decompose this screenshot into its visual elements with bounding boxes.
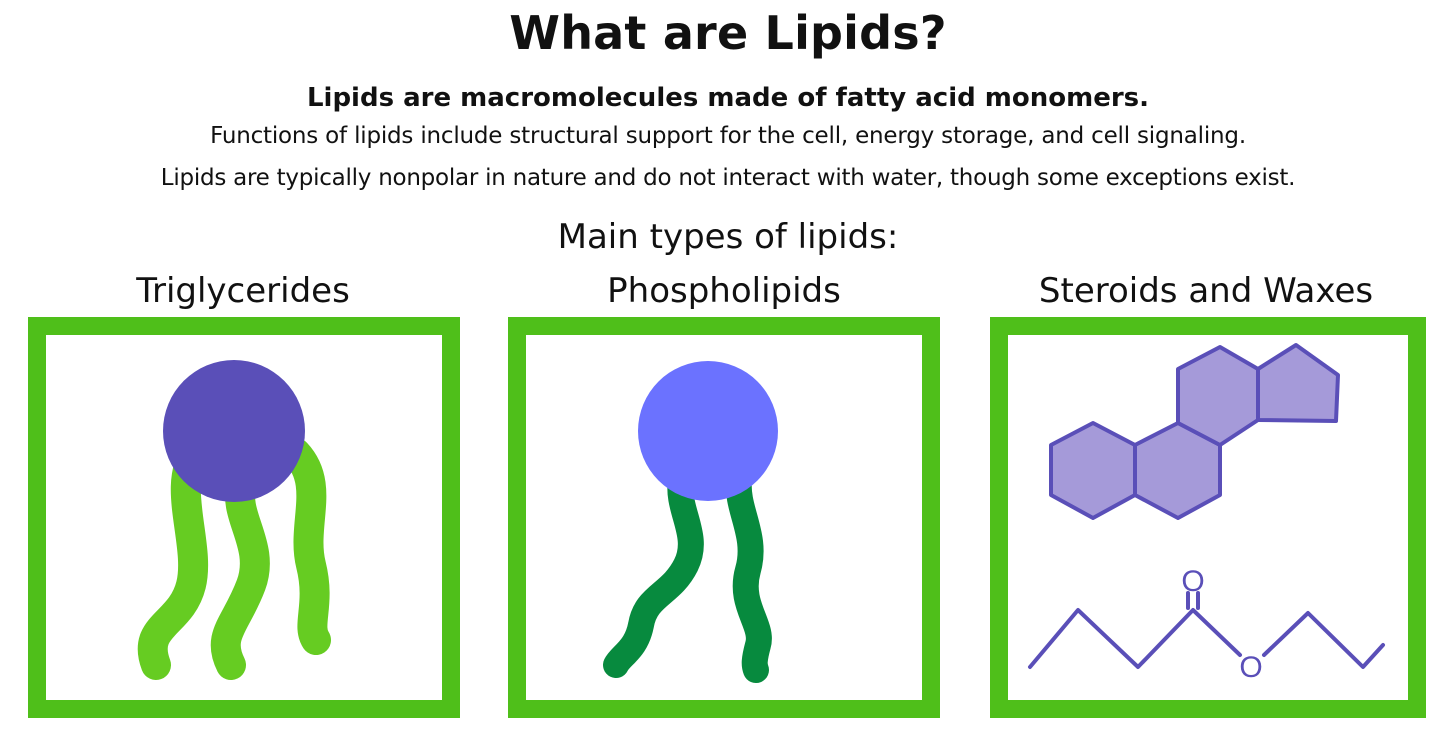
phosphate-head bbox=[638, 361, 778, 501]
steroid-ring bbox=[1176, 345, 1260, 447]
page-title: What are Lipids? bbox=[509, 6, 947, 60]
card-label-triglycerides: Triglycerides bbox=[136, 271, 350, 311]
phospholipids-card bbox=[508, 317, 940, 718]
carbonyl-oxygen-label: O bbox=[1181, 565, 1204, 598]
steroid-wax-illustration: O O bbox=[1028, 343, 1385, 684]
fatty-acid-tails bbox=[603, 467, 772, 683]
steroids-waxes-card: O O bbox=[990, 317, 1426, 718]
wax-carbon-chain-right bbox=[1262, 611, 1385, 669]
triglycerides-card bbox=[28, 317, 460, 718]
oxygen-atoms: O O bbox=[1181, 565, 1262, 684]
intro-definition: Lipids are macromolecules made of fatty … bbox=[306, 83, 1150, 113]
fatty-acid-tails bbox=[137, 438, 331, 680]
intro-functions: Functions of lipids include structural s… bbox=[210, 123, 1246, 149]
glycerol-head bbox=[163, 360, 305, 502]
steroid-ring-structure bbox=[1049, 343, 1340, 520]
fatty-acid-tail bbox=[210, 470, 270, 680]
card-label-phospholipids: Phospholipids bbox=[607, 271, 841, 311]
types-heading: Main types of lipids: bbox=[557, 217, 899, 257]
fatty-acid-tail bbox=[281, 438, 331, 655]
ester-oxygen-label: O bbox=[1239, 651, 1262, 684]
triglyceride-illustration bbox=[137, 360, 331, 680]
fatty-acid-tail bbox=[603, 467, 704, 678]
card-label-steroids-waxes: Steroids and Waxes bbox=[1038, 271, 1374, 311]
wax-carbon-chain-left bbox=[1028, 608, 1242, 669]
phospholipid-illustration bbox=[603, 361, 778, 683]
fatty-acid-tail bbox=[137, 438, 211, 680]
intro-polarity: Lipids are typically nonpolar in nature … bbox=[160, 165, 1296, 191]
steroid-ring bbox=[1049, 421, 1137, 520]
fatty-acid-tail bbox=[725, 467, 772, 683]
wax-ester-chain bbox=[1028, 591, 1385, 669]
steroid-ring bbox=[1256, 343, 1340, 423]
